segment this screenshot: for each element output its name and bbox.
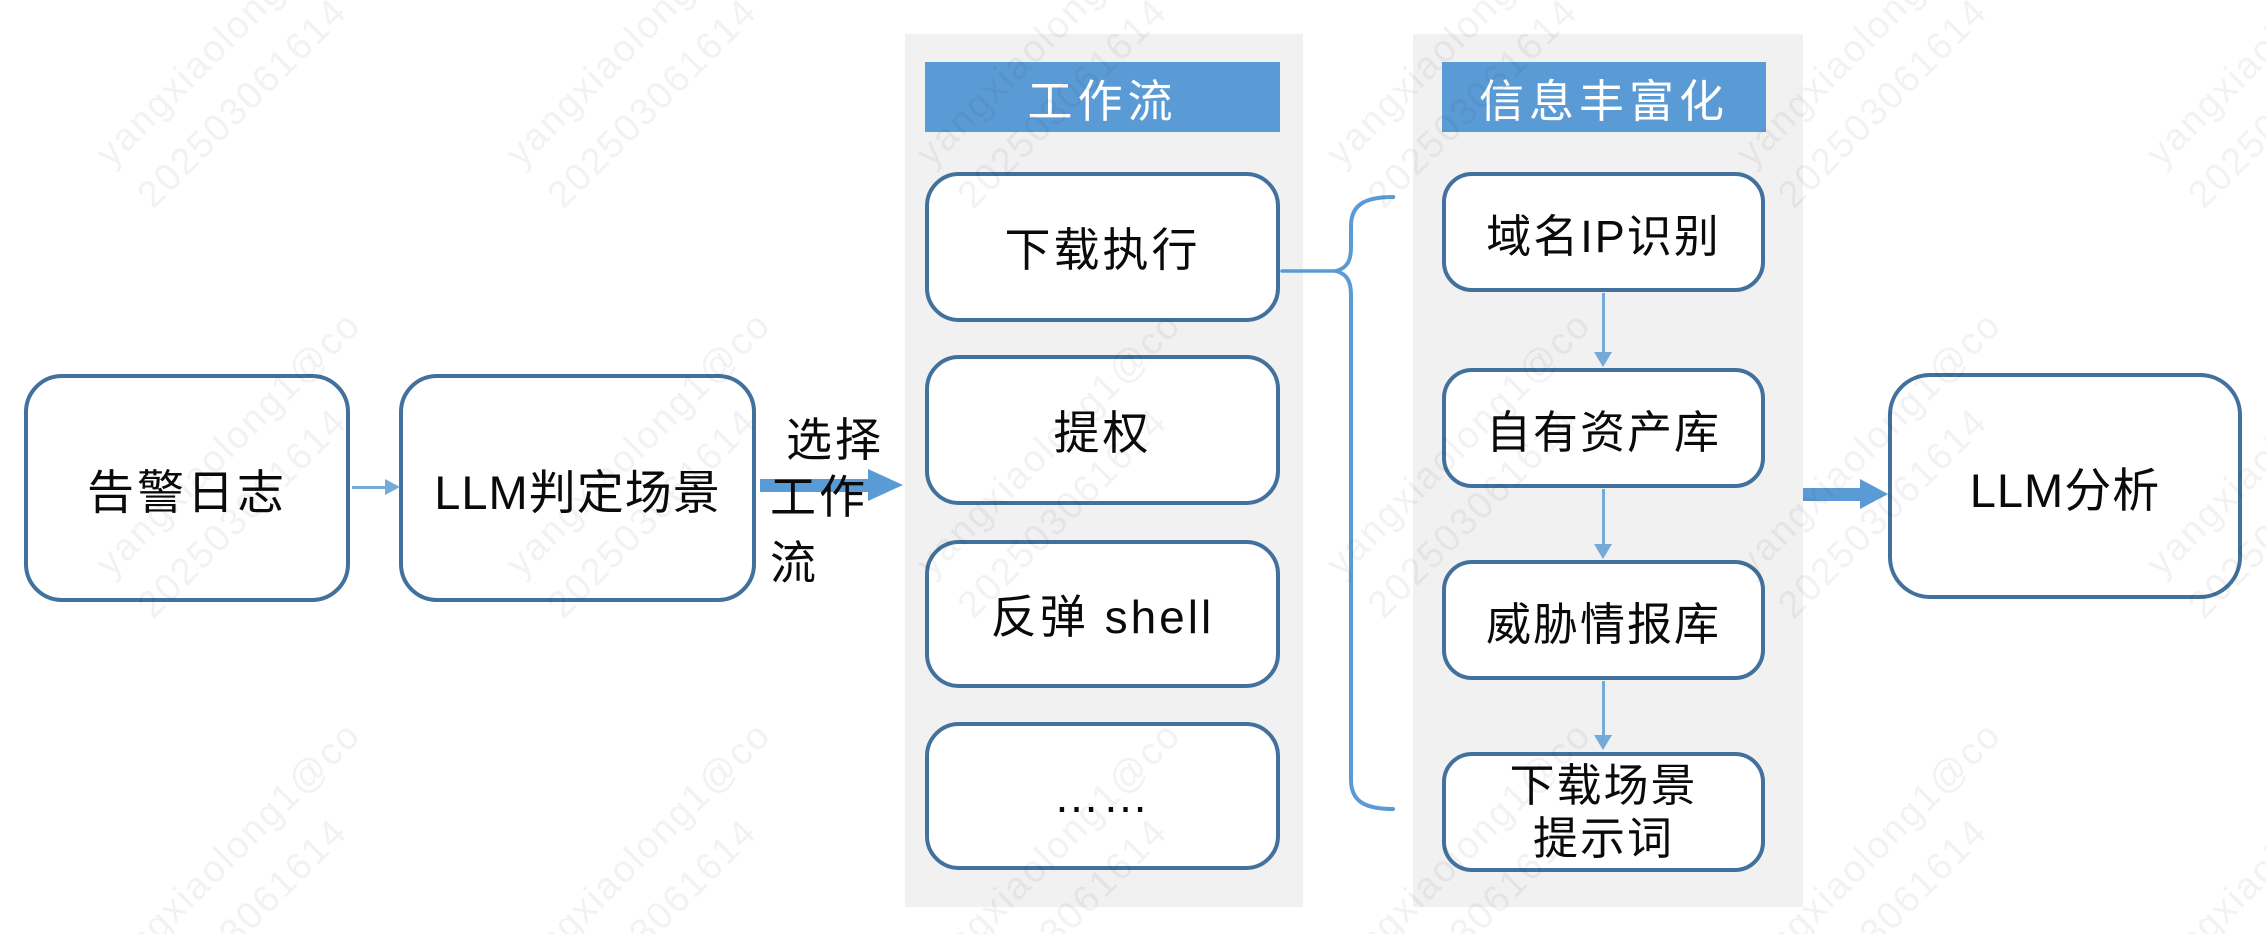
arrow-intel-to-prompt-head [1594, 735, 1612, 750]
arrow-select-workflow-head [868, 469, 903, 501]
enrichment-header: 信息丰富化 [1442, 62, 1766, 132]
arrow-alert-to-judge [352, 486, 386, 489]
workflow-header: 工作流 [925, 62, 1280, 132]
arrow-domain-to-assets [1602, 293, 1605, 352]
arrow-assets-to-intel [1602, 489, 1605, 544]
arrow-enrich-to-analysis-head [1860, 479, 1888, 509]
workflow-item-download-exec: 下载执行 [925, 172, 1280, 322]
arrow-enrich-to-analysis [1803, 488, 1860, 501]
workflow-item-reverse-shell: 反弹 shell [925, 540, 1280, 688]
enrichment-item-download-prompt: 下载场景 提示词 [1442, 752, 1765, 872]
arrow-alert-to-judge-head [385, 479, 400, 495]
arrow-select-workflow [760, 479, 868, 492]
workflow-item-priv-esc: 提权 [925, 355, 1280, 505]
workflow-item-more: …… [925, 722, 1280, 870]
node-llm-analysis: LLM分析 [1888, 373, 2242, 599]
node-llm-judge: LLM判定场景 [399, 374, 756, 602]
arrow-intel-to-prompt [1602, 681, 1605, 735]
enrichment-item-own-assets: 自有资产库 [1442, 368, 1765, 488]
enrichment-item-domain-ip: 域名IP识别 [1442, 172, 1765, 292]
arrow-domain-to-assets-head [1594, 352, 1612, 367]
select-label-bottom: 工作流 [770, 471, 868, 589]
node-alert-log: 告警日志 [24, 374, 350, 602]
enrichment-item-threat-intel: 威胁情报库 [1442, 560, 1765, 680]
select-label-top: 选择 [786, 414, 884, 466]
arrow-assets-to-intel-head [1594, 544, 1612, 559]
